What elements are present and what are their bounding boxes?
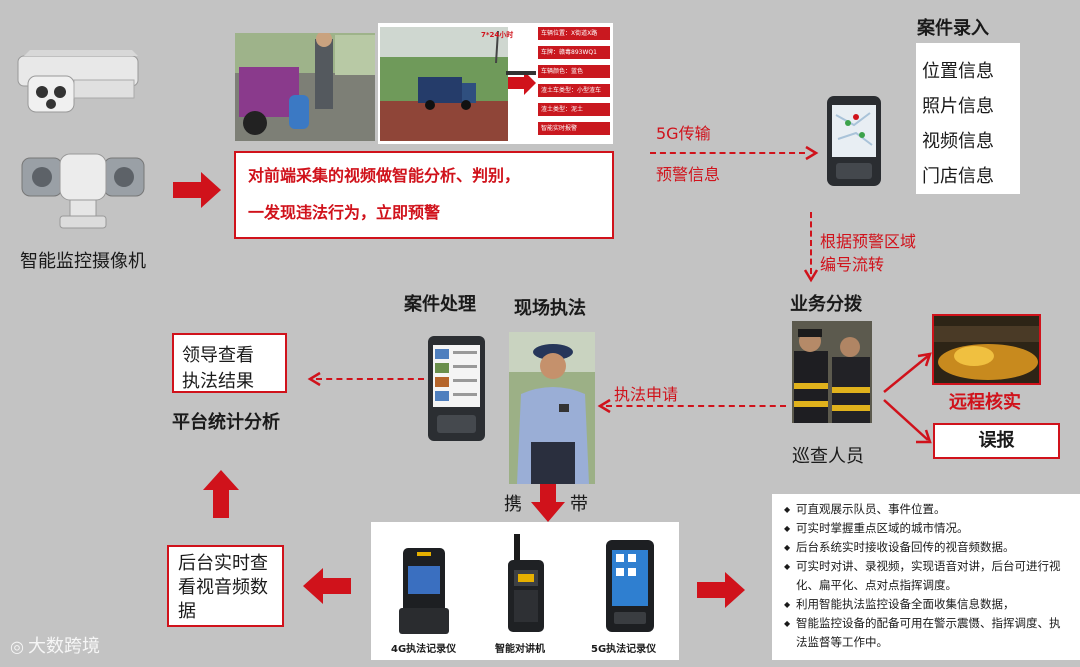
leader-line-2: 执法结果 bbox=[182, 367, 285, 393]
transmission-label-bottom: 预警信息 bbox=[656, 161, 720, 185]
false-report-label: 误报 bbox=[979, 430, 1015, 451]
device-label: 4G执法记录仪 bbox=[391, 640, 456, 655]
walkie-talkie-image bbox=[506, 534, 546, 634]
leader-box: 领导查看 执法结果 bbox=[172, 333, 287, 393]
vehicle-info-row: 车辆颜色：蓝色 bbox=[538, 65, 610, 78]
backend-line-2: 看视音频数 bbox=[178, 576, 282, 600]
vehicle-info-row: 车牌：赣毒893WQ1 bbox=[538, 46, 610, 59]
arrow-right-icon bbox=[804, 145, 820, 161]
feature-item: 可实时对讲、录视频，实现语音对讲，后台可进行视化、扁平化、点对点指挥调度。 bbox=[784, 557, 1070, 595]
routing-label-1: 根据预警区域 bbox=[820, 228, 916, 252]
arrow-left-icon bbox=[306, 371, 322, 387]
arrow-left-icon bbox=[596, 398, 612, 414]
branch-arrows bbox=[880, 350, 940, 450]
enforcement-request-arrow-line bbox=[606, 405, 786, 407]
arrow-up-icon bbox=[203, 470, 239, 518]
timer-label: 7*24小时 bbox=[481, 30, 513, 40]
vehicle-info-row: 渣土车类型：小型渣车 bbox=[538, 84, 610, 97]
vehicle-info-panel: 车辆位置：X街道X路 车牌：赣毒893WQ1 车辆颜色：蓝色 渣土车类型：小型渣… bbox=[538, 27, 610, 135]
onsite-enforcement-title: 现场执法 bbox=[514, 294, 586, 320]
case-entry-item: 门店信息 bbox=[922, 162, 1020, 197]
false-report-box: 误报 bbox=[933, 423, 1060, 459]
routing-label-2: 编号流转 bbox=[820, 251, 884, 275]
patrol-officers-photo bbox=[792, 321, 872, 423]
leader-line-1: 领导查看 bbox=[182, 341, 285, 367]
watermark-logo-icon: ◎ bbox=[10, 637, 24, 656]
case-entry-item: 视频信息 bbox=[922, 127, 1020, 162]
device-label: 智能对讲机 bbox=[495, 640, 545, 655]
vehicle-info-row: 渣土类型：泥土 bbox=[538, 103, 610, 116]
routing-arrow-line bbox=[810, 212, 812, 274]
features-panel: 可直观展示队员、事件位置。 可实时掌握重点区域的城市情况。 后台系统实时接收设备… bbox=[772, 494, 1080, 660]
patrol-label: 巡查人员 bbox=[792, 442, 864, 468]
backend-line-1: 后台实时查 bbox=[178, 552, 282, 576]
case-entry-item: 位置信息 bbox=[922, 57, 1020, 92]
feature-item: 利用智能执法监控设备全面收集信息数据， bbox=[784, 595, 1070, 614]
carry-label-left: 携 bbox=[504, 490, 522, 516]
remote-verify-label: 远程核实 bbox=[949, 388, 1021, 414]
vehicle-info-row: 智能实时报警 bbox=[538, 122, 610, 135]
arrow-right-icon bbox=[173, 170, 223, 210]
remote-verify-photo bbox=[932, 314, 1041, 385]
feature-item: 可实时掌握重点区域的城市情况。 bbox=[784, 519, 1070, 538]
enforcement-request-label: 执法申请 bbox=[614, 381, 678, 405]
muck-truck-photo: 7*24小时 车辆位置：X街道X路 车牌：赣毒893WQ1 车辆颜色：蓝色 渣土… bbox=[378, 23, 613, 144]
feature-item: 后台系统实时接收设备回传的视音频数据。 bbox=[784, 538, 1070, 557]
analysis-line-1: 对前端采集的视频做智能分析、判别， bbox=[248, 162, 612, 186]
devices-panel: 4G执法记录仪 智能对讲机 5G执法记录仪 bbox=[371, 522, 679, 660]
mobile-terminal-case-image bbox=[427, 335, 486, 442]
case-entry-title: 案件录入 bbox=[917, 14, 989, 40]
watermark-text: 大数跨境 bbox=[28, 636, 100, 657]
recorder-4g-image bbox=[399, 548, 449, 634]
arrow-down-icon bbox=[531, 484, 565, 522]
backend-box: 后台实时查 看视音频数 据 bbox=[167, 545, 284, 627]
watermark: ◎大数跨境 bbox=[10, 632, 100, 658]
leader-arrow-line bbox=[316, 378, 424, 380]
case-handling-title: 案件处理 bbox=[404, 290, 476, 316]
mobile-terminal-map-image bbox=[826, 95, 882, 187]
arrow-left-icon bbox=[303, 566, 353, 606]
vehicle-info-row: 车辆位置：X街道X路 bbox=[538, 27, 610, 40]
arrow-down-icon bbox=[803, 268, 819, 282]
transmission-arrow-line bbox=[650, 152, 805, 154]
camera-label: 智能监控摄像机 bbox=[20, 247, 146, 273]
carry-label-right: 带 bbox=[570, 490, 588, 516]
arrow-right-icon bbox=[697, 570, 747, 610]
analysis-box: 对前端采集的视频做智能分析、判别， 一发现违法行为，立即预警 bbox=[234, 151, 614, 239]
bullet-camera-image bbox=[14, 52, 142, 122]
feature-item: 可直观展示队员、事件位置。 bbox=[784, 500, 1070, 519]
case-entry-item: 照片信息 bbox=[922, 92, 1020, 127]
feature-item: 智能监控设备的配备可用在警示震慑、指挥调度、执法监督等工作中。 bbox=[784, 614, 1070, 652]
features-list: 可直观展示队员、事件位置。 可实时掌握重点区域的城市情况。 后台系统实时接收设备… bbox=[784, 500, 1070, 652]
dispatch-title: 业务分拨 bbox=[790, 290, 862, 316]
backend-line-3: 据 bbox=[178, 600, 282, 624]
street-vendor-photo bbox=[235, 33, 375, 141]
stats-label: 平台统计分析 bbox=[172, 408, 280, 434]
analysis-line-2: 一发现违法行为，立即预警 bbox=[248, 199, 612, 223]
case-entry-box: 位置信息 照片信息 视频信息 门店信息 bbox=[916, 43, 1020, 194]
transmission-label-top: 5G传输 bbox=[656, 120, 711, 144]
officer-photo bbox=[509, 332, 595, 484]
recorder-5g-image bbox=[604, 540, 656, 632]
device-label: 5G执法记录仪 bbox=[591, 640, 656, 655]
ptz-camera-image bbox=[20, 152, 145, 232]
